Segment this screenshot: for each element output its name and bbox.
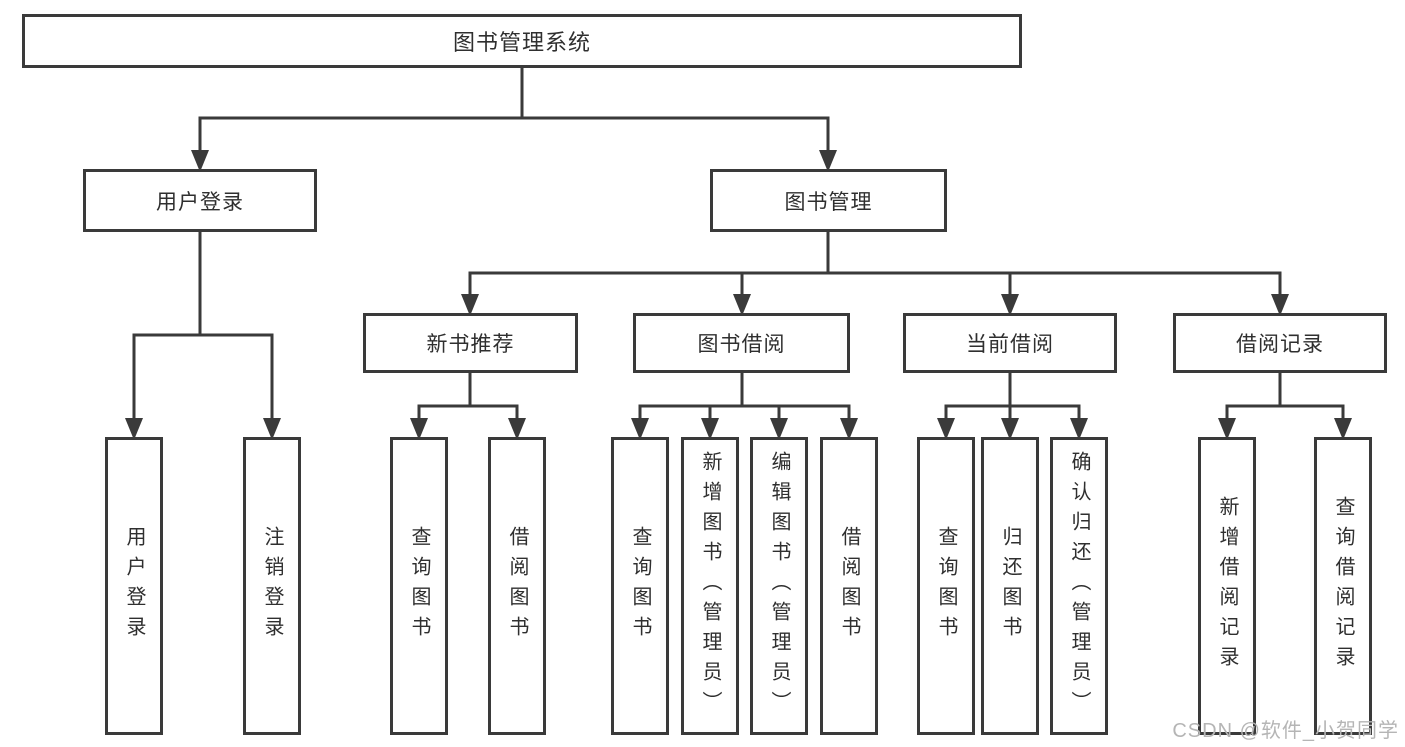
arrowhead-icon	[1218, 418, 1236, 440]
arrowhead-icon	[461, 294, 479, 316]
leaf-query-books-2: 查询图书	[611, 437, 669, 735]
leaf-user-login: 用户登录	[105, 437, 163, 735]
node-new-book-recommend: 新书推荐	[363, 313, 578, 373]
leaf-add-books-admin: 新增图书（管理员）	[681, 437, 739, 735]
arrowhead-icon	[701, 418, 719, 440]
connector-current-borrow-to-leaves	[944, 371, 1081, 422]
arrowhead-icon	[631, 418, 649, 440]
leaf-logout-label: 注销登录	[261, 526, 283, 646]
leaf-edit-books-admin: 编辑图书（管理员）	[750, 437, 808, 735]
leaf-confirm-return-admin-label: 确认归还（管理员）	[1068, 451, 1090, 721]
connector-root-to-level2	[198, 66, 830, 154]
node-library-system: 图书管理系统	[22, 14, 1022, 68]
arrowhead-icon	[770, 418, 788, 440]
leaf-borrow-books-1-label: 借阅图书	[506, 526, 528, 646]
arrowhead-icon	[263, 418, 281, 440]
leaf-borrow-books-1: 借阅图书	[488, 437, 546, 735]
arrowhead-icon	[733, 294, 751, 316]
arrowhead-icon	[1070, 418, 1088, 440]
arrowhead-icon	[1001, 418, 1019, 440]
arrowhead-icon	[840, 418, 858, 440]
leaf-query-books-1-label: 查询图书	[408, 526, 430, 646]
arrowhead-icon	[1271, 294, 1289, 316]
csdn-watermark: CSDN @软件_小贺同学	[1172, 720, 1399, 742]
leaf-query-books-3-label: 查询图书	[935, 526, 957, 646]
arrowhead-icon	[937, 418, 955, 440]
node-borrow-records: 借阅记录	[1173, 313, 1387, 373]
leaf-borrow-books-2: 借阅图书	[820, 437, 878, 735]
leaf-query-borrow-record-label: 查询借阅记录	[1332, 496, 1354, 676]
node-current-borrow: 当前借阅	[903, 313, 1117, 373]
leaf-add-borrow-record-label: 新增借阅记录	[1216, 496, 1238, 676]
arrowhead-icon	[1001, 294, 1019, 316]
connector-new-book-to-leaves	[417, 371, 519, 422]
node-borrow-records-label: 借阅记录	[1236, 333, 1324, 356]
leaf-query-books-3: 查询图书	[917, 437, 975, 735]
arrowhead-icon	[125, 418, 143, 440]
node-book-borrow: 图书借阅	[633, 313, 850, 373]
arrowhead-icon	[1334, 418, 1352, 440]
node-new-book-recommend-label: 新书推荐	[426, 333, 515, 356]
leaf-query-books-1: 查询图书	[390, 437, 448, 735]
leaf-return-books: 归还图书	[981, 437, 1039, 735]
leaf-user-login-label: 用户登录	[123, 526, 145, 646]
node-user-login-label: 用户登录	[156, 190, 244, 214]
arrowhead-icon	[191, 150, 209, 172]
node-user-login: 用户登录	[83, 169, 317, 232]
leaf-confirm-return-admin: 确认归还（管理员）	[1050, 437, 1108, 735]
connector-book-management-to-level3	[468, 230, 1282, 298]
node-book-management: 图书管理	[710, 169, 947, 232]
node-book-management-label: 图书管理	[784, 190, 873, 214]
connector-borrow-records-to-leaves	[1225, 371, 1345, 422]
node-book-borrow-label: 图书借阅	[697, 333, 786, 356]
connector-user-login-to-leaves	[132, 230, 274, 422]
leaf-add-books-admin-label: 新增图书（管理员）	[699, 451, 721, 721]
node-library-system-label: 图书管理系统	[452, 30, 591, 55]
connector-book-borrow-to-leaves	[638, 371, 851, 422]
leaf-query-borrow-record: 查询借阅记录	[1314, 437, 1372, 735]
arrowhead-icon	[508, 418, 526, 440]
leaf-return-books-label: 归还图书	[999, 526, 1021, 646]
arrowhead-icon	[410, 418, 428, 440]
leaf-add-borrow-record: 新增借阅记录	[1198, 437, 1256, 735]
leaf-query-books-2-label: 查询图书	[629, 526, 651, 646]
leaf-logout: 注销登录	[243, 437, 301, 735]
node-current-borrow-label: 当前借阅	[966, 333, 1054, 356]
arrowhead-icon	[819, 150, 837, 172]
leaf-borrow-books-2-label: 借阅图书	[838, 526, 860, 646]
leaf-edit-books-admin-label: 编辑图书（管理员）	[768, 451, 790, 721]
